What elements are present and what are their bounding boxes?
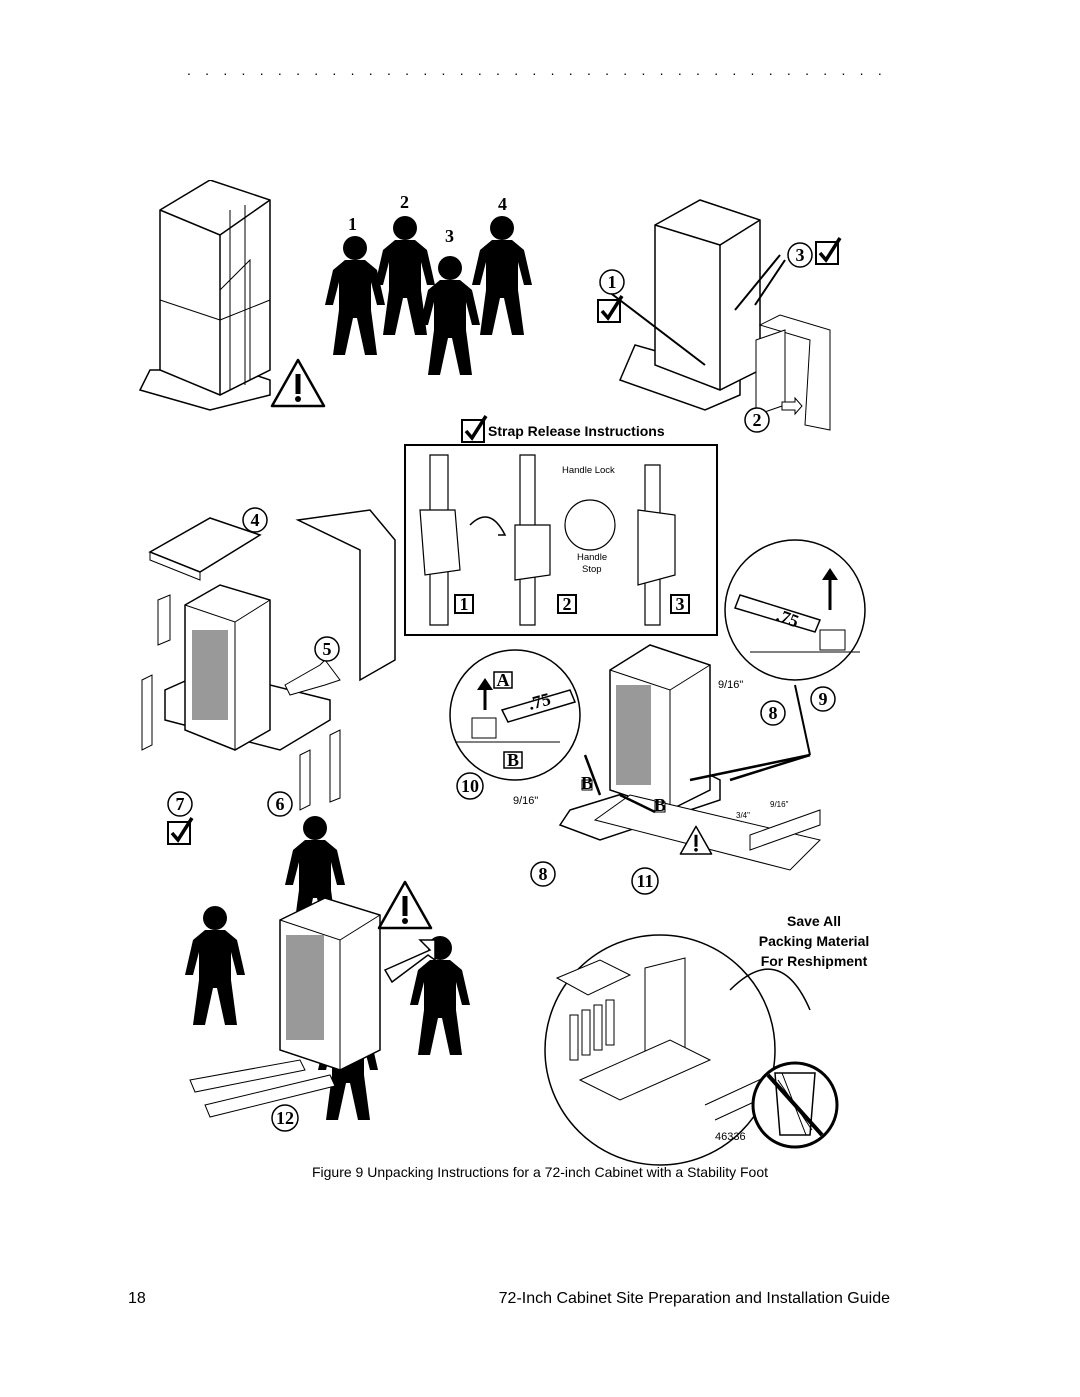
save-all-line-3: For Reshipment	[761, 953, 868, 969]
socket-label-9-16-left: 9/16"	[513, 795, 538, 807]
moving-cabinet-illustration	[185, 816, 470, 1120]
svg-text:5: 5	[323, 639, 332, 659]
svg-text:B: B	[581, 773, 593, 793]
strap-step-2: 2	[557, 594, 577, 614]
svg-text:A: A	[497, 670, 510, 690]
svg-text:1: 1	[460, 594, 469, 614]
save-all-line-2: Packing Material	[759, 933, 870, 949]
socket-label-9-16-right: 9/16"	[770, 800, 789, 809]
checkbox-check-icon	[596, 294, 624, 324]
letter-b-small-1: B	[581, 773, 593, 793]
step-1-marker: 1	[599, 269, 625, 295]
svg-text:10: 10	[461, 776, 479, 796]
step-8-marker-bottom: 8	[530, 861, 556, 887]
cabinet-on-pallet-illustration	[558, 644, 821, 871]
handle-stop-label-1: Handle	[577, 552, 607, 563]
socket-label-3-4: 3/4"	[736, 811, 750, 820]
figure-id: 46336	[715, 1131, 746, 1143]
socket-label-9-16-top: 9/16"	[718, 679, 743, 691]
person-number-2: 2	[400, 192, 409, 212]
svg-text:1: 1	[608, 272, 617, 292]
person-number-1: 1	[348, 214, 357, 234]
svg-text:B: B	[654, 795, 666, 815]
step-9-marker: 9	[810, 686, 836, 712]
save-all-line-1: Save All	[787, 913, 841, 929]
svg-text:4: 4	[251, 510, 260, 530]
page-number: 18	[128, 1290, 146, 1307]
svg-text:12: 12	[276, 1108, 294, 1128]
dot-leader: . . . . . . . . . . . . . . . . . . . . …	[187, 62, 887, 78]
step-10-marker: 10	[456, 772, 484, 800]
checkbox-check-icon	[166, 816, 194, 846]
four-people-group: 1 2 3 4	[325, 192, 532, 375]
svg-text:6: 6	[276, 794, 285, 814]
handle-lock-label: Handle Lock	[562, 465, 615, 476]
strap-release-title: Strap Release Instructions	[488, 423, 665, 439]
letter-a-box: A	[493, 670, 513, 690]
letter-b-box: B	[503, 750, 523, 770]
checkbox-check-icon	[460, 414, 488, 444]
svg-text:B: B	[507, 750, 519, 770]
step-3-marker: 3	[787, 242, 813, 268]
unpacking-steps-illustration	[141, 509, 396, 811]
svg-text:2: 2	[753, 410, 762, 430]
warning-triangle-icon	[270, 358, 326, 408]
handle-stop-label-2: Stop	[582, 564, 602, 575]
leveling-foot-detail: .75	[449, 649, 581, 781]
strap-release-panel: Handle Lock Handle Stop 1 2 3	[404, 444, 718, 636]
stability-foot-detail: .75	[724, 539, 866, 681]
person-number-3: 3	[445, 226, 454, 246]
svg-text:11: 11	[636, 871, 653, 891]
no-trash-icon	[751, 1061, 839, 1149]
svg-text:2: 2	[563, 594, 572, 614]
step-11-marker: 11	[631, 867, 659, 895]
strap-step-3: 3	[670, 594, 690, 614]
unpacking-figure: 1 2 3 4 1 3 2 Strap Release Instructions	[130, 180, 890, 1170]
warning-triangle-icon	[377, 880, 433, 930]
svg-text:8: 8	[769, 703, 778, 723]
svg-text:8: 8	[539, 864, 548, 884]
step-2-marker: 2	[744, 407, 770, 433]
figure-caption: Figure 9 Unpacking Instructions for a 72…	[311, 1164, 768, 1180]
step-8-marker-top: 8	[760, 700, 786, 726]
svg-text:3: 3	[796, 245, 805, 265]
running-title: 72-Inch Cabinet Site Preparation and Ins…	[498, 1290, 890, 1307]
step-6-marker: 6	[267, 791, 293, 817]
strapped-cabinet-illustration	[599, 199, 831, 431]
step-12-marker: 12	[271, 1104, 299, 1132]
step-5-marker: 5	[314, 636, 340, 662]
svg-text:3: 3	[676, 594, 685, 614]
step-7-marker: 7	[167, 791, 193, 817]
checkbox-check-icon	[814, 236, 842, 266]
packing-material-circle	[544, 934, 811, 1166]
svg-text:7: 7	[176, 794, 185, 814]
step-4-marker: 4	[242, 507, 268, 533]
strap-step-1: 1	[454, 594, 474, 614]
boxed-cabinet-illustration	[138, 180, 271, 411]
svg-text:9: 9	[819, 689, 828, 709]
letter-b-small-2: B	[654, 795, 666, 815]
person-number-4: 4	[498, 194, 507, 214]
